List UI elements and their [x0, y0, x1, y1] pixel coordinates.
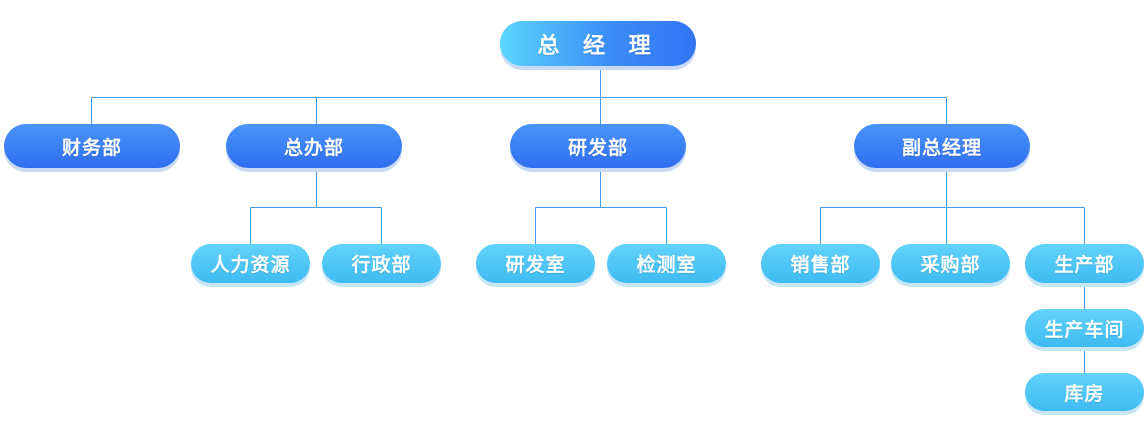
- node-general-office[interactable]: 总办部: [226, 124, 402, 168]
- node-finance[interactable]: 财务部: [4, 124, 180, 168]
- node-hr[interactable]: 人力资源: [191, 244, 310, 283]
- node-production[interactable]: 生产部: [1025, 244, 1144, 283]
- node-testing-room[interactable]: 检测室: [607, 244, 726, 283]
- node-rnd-room[interactable]: 研发室: [476, 244, 595, 283]
- node-admin[interactable]: 行政部: [322, 244, 441, 283]
- node-purchasing[interactable]: 采购部: [891, 244, 1010, 283]
- node-general-manager[interactable]: 总 经 理: [500, 21, 696, 66]
- node-sales[interactable]: 销售部: [761, 244, 880, 283]
- node-warehouse[interactable]: 库房: [1025, 373, 1144, 411]
- node-rnd-dept[interactable]: 研发部: [510, 124, 686, 168]
- node-workshop[interactable]: 生产车间: [1025, 309, 1144, 347]
- node-deputy-gm[interactable]: 副总经理: [854, 124, 1030, 168]
